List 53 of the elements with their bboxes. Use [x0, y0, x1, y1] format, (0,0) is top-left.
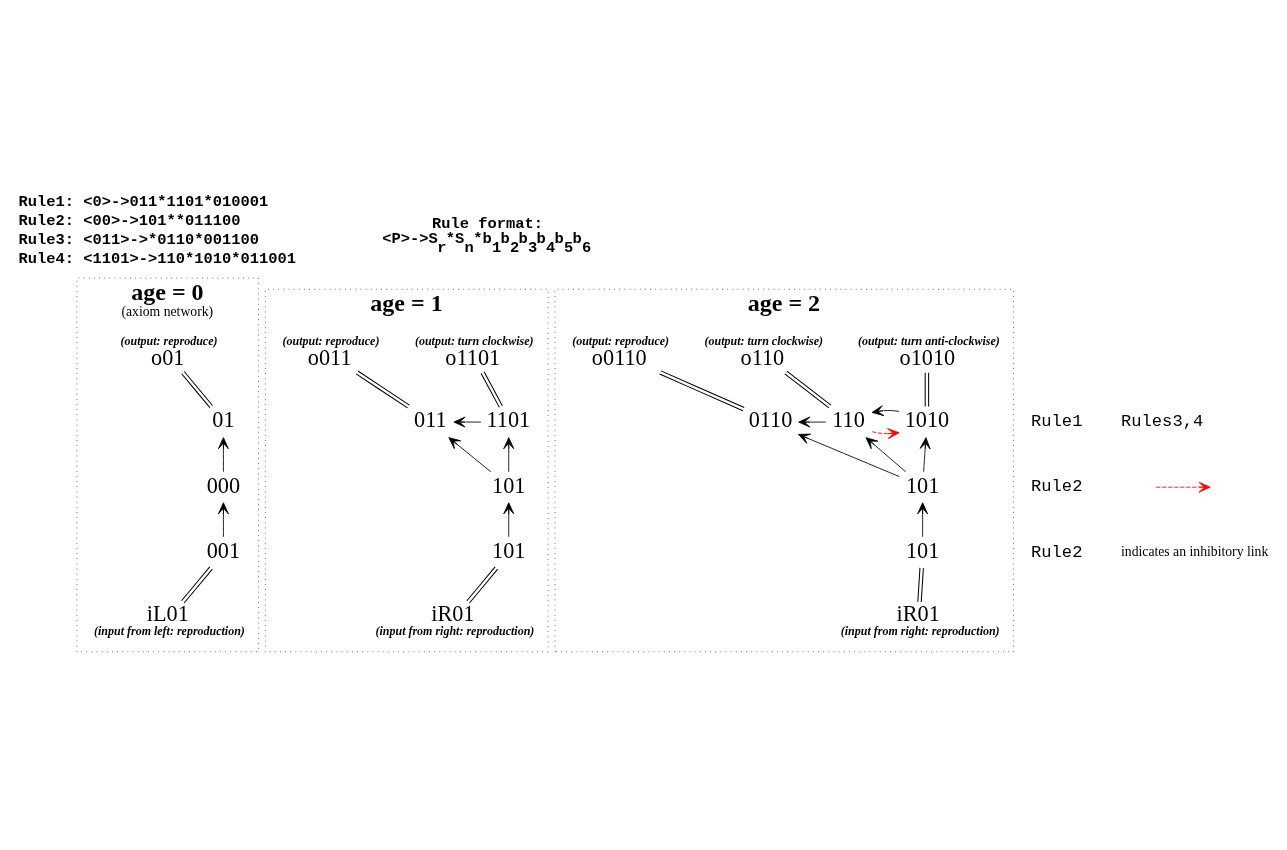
arrow	[217, 501, 229, 537]
node-text: 1010	[904, 406, 950, 432]
node-text: (output: reproduce) o0110	[572, 333, 670, 370]
connector	[181, 565, 213, 603]
node-text: 011	[414, 406, 447, 432]
node-text: (output: turn clockwise) o110	[704, 333, 824, 370]
node-text: (output: reproduce) o01	[120, 333, 218, 370]
arrow	[919, 436, 931, 472]
node-text: 101	[905, 472, 940, 498]
node-text: (output: reproduce) o011	[282, 333, 380, 370]
label: Rule2: <00>->101**011100	[18, 211, 241, 230]
node-text: 1101	[486, 406, 531, 432]
arrow	[453, 416, 482, 427]
connector	[659, 369, 745, 411]
connector	[480, 370, 503, 408]
node-text: (output: turn clockwise) o1101	[414, 333, 534, 370]
node-text: iL01 (input from left: reproduction)	[94, 600, 245, 638]
node-text: (output: turn anti-clockwise) o1010	[857, 333, 1000, 370]
node-text: 000	[206, 472, 241, 498]
node-text: 101	[492, 472, 526, 498]
label: Rule3: <011>->*0110*001100	[18, 230, 260, 249]
arrow	[871, 427, 900, 439]
arrow	[448, 436, 492, 472]
arrow	[503, 436, 515, 472]
label: Rule format:	[432, 214, 544, 233]
node-text: iR01 (input from right: reproduction)	[375, 600, 535, 638]
arrow	[798, 416, 827, 427]
arrow	[798, 433, 900, 477]
connector	[917, 566, 924, 602]
label: Rule2	[1031, 542, 1083, 562]
node-text: 101	[492, 537, 526, 563]
arrow	[871, 404, 900, 416]
node-text: 001	[206, 537, 241, 563]
node-text: 101	[905, 537, 940, 563]
label: Rule4: <1101>->110*1010*011001	[18, 249, 296, 268]
label: Rule1: <0>->011*1101*010001	[18, 192, 269, 211]
arrow	[865, 436, 907, 472]
arrow	[217, 436, 229, 472]
label: Rules3,4	[1121, 411, 1204, 431]
node-text: 0110	[748, 406, 793, 432]
arrow	[917, 501, 929, 537]
node-text: iR01 (input from right: reproduction)	[840, 600, 1000, 638]
label: Rule2	[1031, 476, 1083, 496]
connector	[355, 370, 410, 408]
connector	[924, 371, 930, 407]
connector	[181, 370, 214, 408]
connector	[784, 370, 832, 408]
legend-label: indicates an inhibitory link	[1121, 543, 1269, 559]
connector	[466, 565, 499, 603]
node-text: 01	[212, 406, 235, 432]
label: Rule1	[1031, 411, 1083, 431]
node-text: 110	[832, 406, 865, 432]
arrow	[503, 501, 515, 537]
